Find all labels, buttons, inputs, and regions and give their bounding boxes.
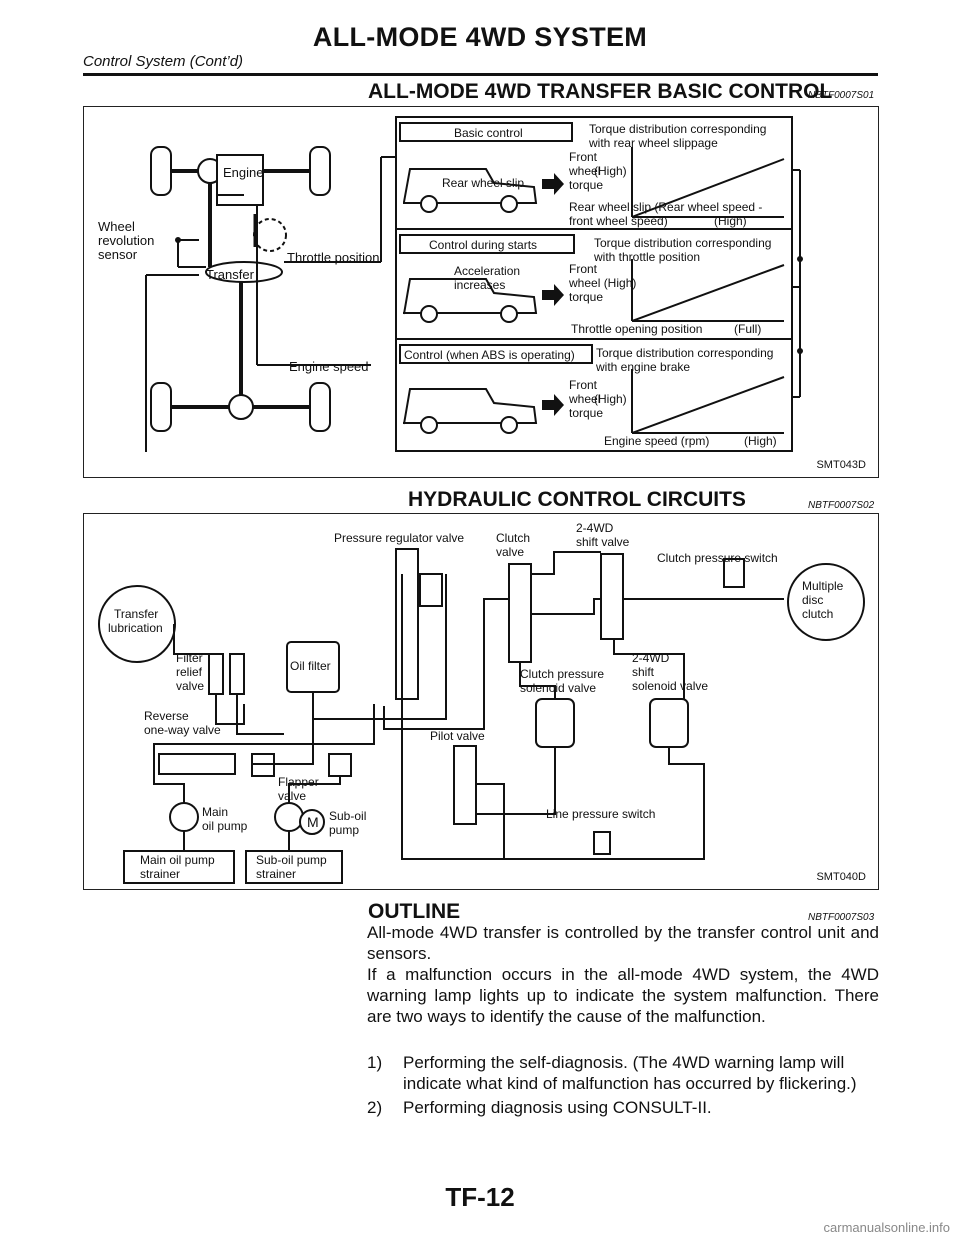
panel1-mode: Basic control xyxy=(454,126,523,140)
panel2-desc-2: with throttle position xyxy=(593,250,700,264)
panel1-high: (High) xyxy=(594,164,627,178)
label-filter-relief-3: valve xyxy=(176,679,204,693)
panel1-x-2: front wheel speed) xyxy=(569,214,668,228)
panel3-y-3: torque xyxy=(569,406,603,420)
section-code-s03: NBTF0007S03 xyxy=(808,912,875,923)
label-wheel-sensor-2: revolution xyxy=(98,233,154,248)
label-clutch-solenoid-1: Clutch pressure xyxy=(520,667,604,681)
watermark: carmanualsonline.info xyxy=(823,1220,950,1235)
panel3-x-1: Engine speed (rpm) xyxy=(604,434,709,448)
label-pressure-regulator: Pressure regulator valve xyxy=(334,531,464,545)
label-transfer-lubrication-2: lubrication xyxy=(108,621,163,635)
panel1-desc-1: Torque distribution corresponding xyxy=(589,122,766,136)
section-code-s01: NBTF0007S01 xyxy=(808,90,875,101)
figure-code-smt043d: SMT043D xyxy=(816,459,866,471)
list-item: 2) Performing diagnosis using CONSULT-II… xyxy=(367,1097,879,1118)
drivetrain-diagram: Engine Transfer Wheel revolution sensor … xyxy=(98,116,803,452)
list-item-text: Performing the self-diagnosis. (The 4WD … xyxy=(403,1053,857,1093)
outline-paragraph-1: All-mode 4WD transfer is controlled by t… xyxy=(367,923,879,963)
label-transfer-lubrication-1: Transfer xyxy=(114,607,158,621)
label-oil-filter: Oil filter xyxy=(290,659,331,673)
page-header-title: ALL-MODE 4WD SYSTEM xyxy=(312,22,648,52)
label-engine-speed: Engine speed xyxy=(289,359,369,374)
panel2-y-1: Front xyxy=(569,262,598,276)
label-multiple-disc-3: clutch xyxy=(802,607,833,621)
panel3-high: (High) xyxy=(594,392,627,406)
label-reverse-oneway-1: Reverse xyxy=(144,709,189,723)
panel3-desc-2: with engine brake xyxy=(595,360,690,374)
panel1-desc-2: with rear wheel slippage xyxy=(588,136,718,150)
label-line-pressure-switch: Line pressure switch xyxy=(546,807,655,821)
label-shift-valve-1: 2-4WD xyxy=(576,521,614,535)
label-shift-solenoid-3: solenoid valve xyxy=(632,679,708,693)
label-sub-oil-pump-1: Sub-oil xyxy=(329,809,366,823)
outline-paragraph-2: If a malfunction occurs in the all-mode … xyxy=(367,965,879,1026)
label-filter-relief-1: Filter xyxy=(176,651,203,665)
panel2-y-2: wheel (High) xyxy=(568,276,636,290)
section-title-basic-control: ALL-MODE 4WD TRANSFER BASIC CONTROL xyxy=(368,80,833,103)
panel3-desc-1: Torque distribution corresponding xyxy=(596,346,773,360)
label-sub-strainer-1: Sub-oil pump xyxy=(256,853,327,867)
label-reverse-oneway-2: one-way valve xyxy=(144,723,221,737)
figure-code-smt040d: SMT040D xyxy=(816,871,866,883)
label-motor: M xyxy=(307,814,319,830)
label-main-strainer-2: strainer xyxy=(140,867,180,881)
panel2-car-label-1: Acceleration xyxy=(454,264,520,278)
label-clutch-valve-2: valve xyxy=(496,545,524,559)
panel2-x-3: (Full) xyxy=(734,322,761,336)
list-item-number: 1) xyxy=(367,1053,383,1072)
panel2-y-3: torque xyxy=(569,290,603,304)
label-main-oil-pump-2: oil pump xyxy=(202,819,248,833)
header-divider xyxy=(83,73,878,76)
panel1-y-2: wheel xyxy=(568,164,600,178)
list-item: 1) Performing the self-diagnosis. (The 4… xyxy=(367,1052,879,1093)
panel1-car-label: Rear wheel slip xyxy=(442,176,524,190)
panel2-mode: Control during starts xyxy=(429,238,537,252)
panel1-x-3: (High) xyxy=(714,214,747,228)
label-main-strainer-1: Main oil pump xyxy=(140,853,215,867)
figure-hydraulic-circuits: Pressure regulator valve Clutch valve 2-… xyxy=(83,513,879,890)
label-engine: Engine xyxy=(223,165,263,180)
page-number: TF-12 xyxy=(445,1182,515,1212)
panel3-mode: Control (when ABS is operating) xyxy=(404,348,575,362)
label-wheel-sensor-3: sensor xyxy=(98,247,138,262)
label-shift-solenoid-2: shift xyxy=(632,665,655,679)
label-clutch-solenoid-2: solenoid valve xyxy=(520,681,596,695)
label-sub-strainer-2: strainer xyxy=(256,867,296,881)
list-item-number: 2) xyxy=(367,1098,383,1117)
panel3-y-2: wheel xyxy=(568,392,600,406)
panel1-y-1: Front xyxy=(569,150,598,164)
list-item-text: Performing diagnosis using CONSULT-II. xyxy=(403,1098,712,1117)
label-filter-relief-2: relief xyxy=(176,665,203,679)
label-transfer: Transfer xyxy=(206,267,255,282)
label-sub-oil-pump-2: pump xyxy=(329,823,359,837)
label-multiple-disc-1: Multiple xyxy=(802,579,844,593)
section-title-outline: OUTLINE xyxy=(368,900,461,923)
label-clutch-pressure-switch: Clutch pressure switch xyxy=(657,551,778,565)
figure-basic-control: Engine Transfer Wheel revolution sensor … xyxy=(83,106,879,478)
section-code-s02: NBTF0007S02 xyxy=(808,500,875,511)
label-pilot-valve: Pilot valve xyxy=(430,729,485,743)
label-shift-valve-2: shift valve xyxy=(576,535,630,549)
label-multiple-disc-2: disc xyxy=(802,593,823,607)
panel3-x-3: (High) xyxy=(744,434,777,448)
panel2-desc-1: Torque distribution corresponding xyxy=(594,236,771,250)
label-flapper-valve-2: valve xyxy=(278,789,306,803)
panel3-y-1: Front xyxy=(569,378,598,392)
label-wheel-sensor-1: Wheel xyxy=(98,219,135,234)
label-throttle-position: Throttle position xyxy=(287,250,380,265)
panel2-car-label-2: increases xyxy=(454,278,505,292)
panel2-x-1: Throttle opening position xyxy=(571,322,702,336)
panel1-y-3: torque xyxy=(569,178,603,192)
label-clutch-valve-1: Clutch xyxy=(496,531,530,545)
panel1-x-1: Rear wheel slip (Rear wheel speed - xyxy=(569,200,762,214)
section-title-hydraulic: HYDRAULIC CONTROL CIRCUITS xyxy=(408,488,746,511)
label-shift-solenoid-1: 2-4WD xyxy=(632,651,670,665)
label-flapper-valve-1: Flapper xyxy=(278,775,319,789)
label-main-oil-pump-1: Main xyxy=(202,805,228,819)
hydraulic-diagram: Pressure regulator valve Clutch valve 2-… xyxy=(98,521,865,884)
page-header-subtitle: Control System (Cont’d) xyxy=(83,53,244,70)
